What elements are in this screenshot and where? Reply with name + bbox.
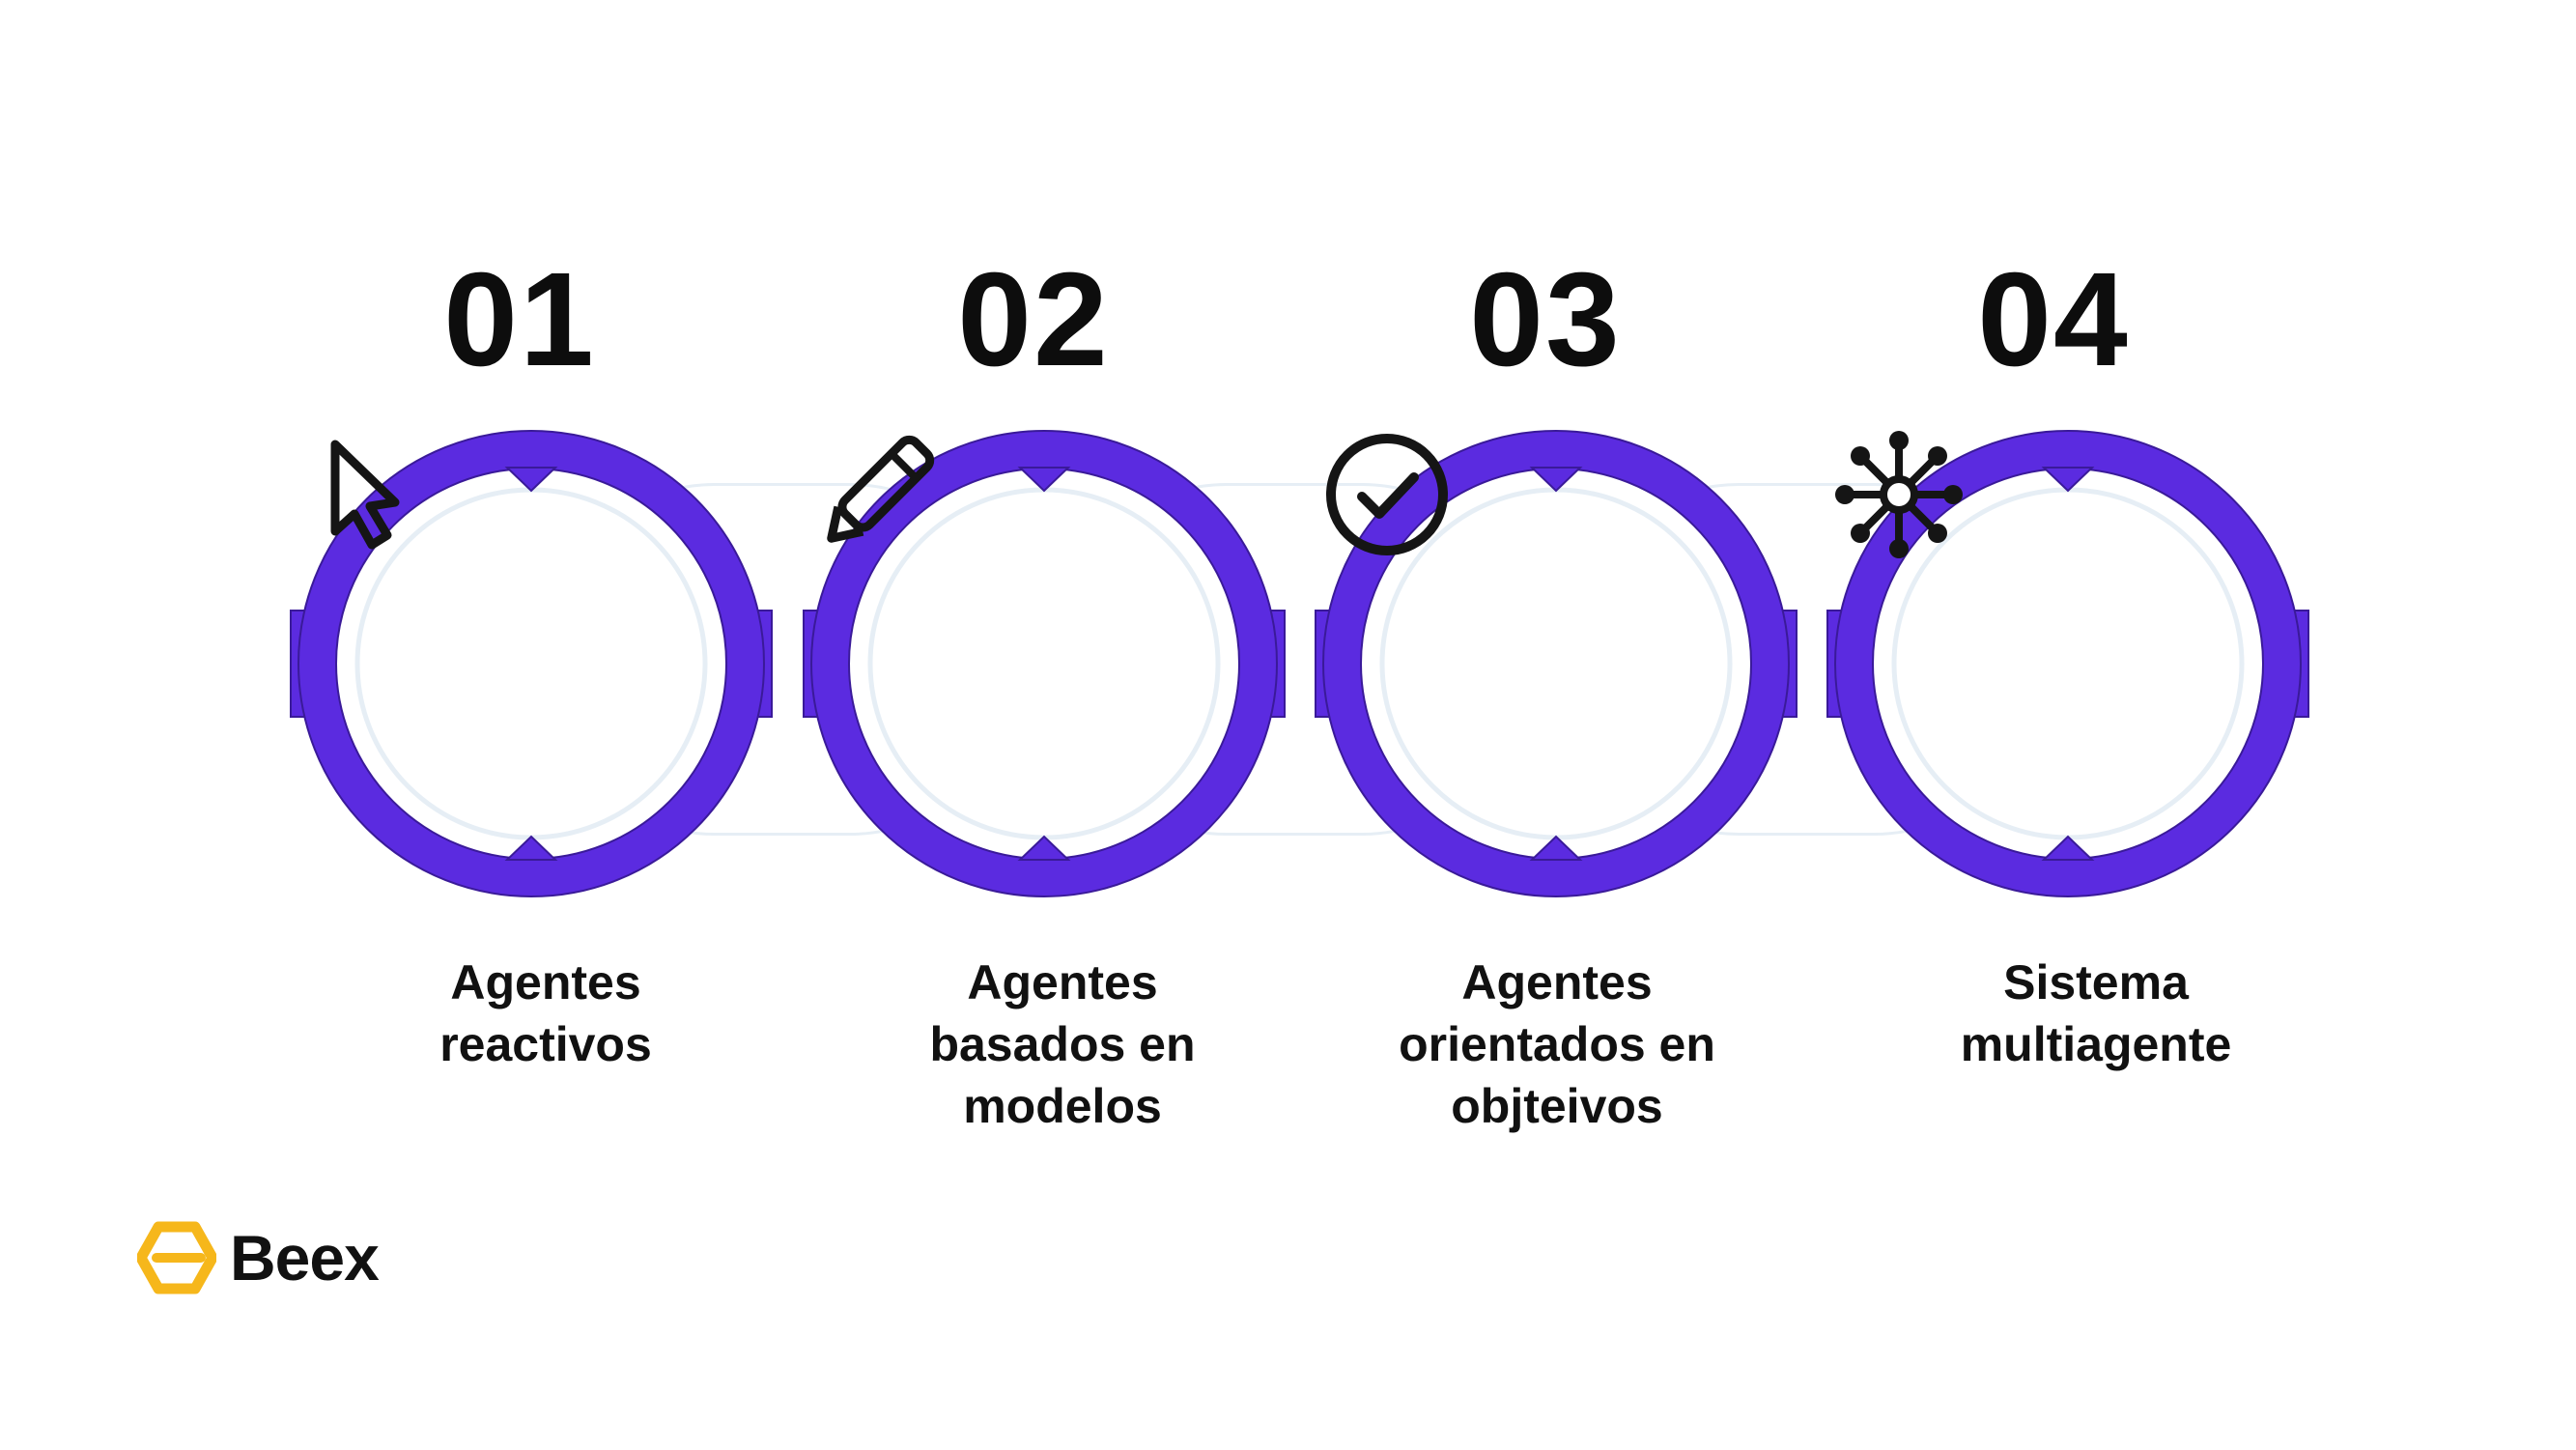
ring-graphic bbox=[1315, 430, 1798, 897]
step-label-02: Agentes basados en modelos bbox=[860, 952, 1265, 1137]
label-line: orientados en bbox=[1399, 1017, 1715, 1071]
ring-notch-top bbox=[1529, 467, 1583, 493]
ring-graphic bbox=[290, 430, 773, 897]
ring-notch-bottom bbox=[2041, 835, 2095, 861]
label-line: Agentes bbox=[1461, 955, 1653, 1009]
ring-notch-bottom bbox=[1529, 835, 1583, 861]
hexagon-logo-icon bbox=[137, 1221, 216, 1294]
ring-notch-bottom bbox=[504, 835, 558, 861]
step-number-04: 04 bbox=[1977, 245, 2130, 394]
label-line: multiagente bbox=[1960, 1017, 2232, 1071]
label-line: reactivos bbox=[439, 1017, 652, 1071]
step-ring-02 bbox=[803, 427, 1286, 900]
label-line: Sistema bbox=[2003, 955, 2189, 1009]
step-number-01: 01 bbox=[443, 245, 596, 394]
step-label-03: Agentes orientados en objteivos bbox=[1354, 952, 1760, 1137]
step-number-03: 03 bbox=[1469, 245, 1622, 394]
step-ring-01 bbox=[290, 427, 773, 900]
ring-graphic bbox=[1826, 430, 2309, 897]
step-ring-03 bbox=[1315, 427, 1798, 900]
label-line: objteivos bbox=[1451, 1079, 1663, 1133]
ring-notch-top bbox=[1017, 467, 1071, 493]
check-circle-icon bbox=[1326, 434, 1448, 555]
ring-notch-top bbox=[504, 467, 558, 493]
brand-name: Beex bbox=[230, 1222, 380, 1294]
label-line: modelos bbox=[963, 1079, 1162, 1133]
step-number-02: 02 bbox=[957, 245, 1110, 394]
pencil-icon bbox=[827, 435, 935, 543]
label-line: basados en bbox=[929, 1017, 1196, 1071]
cursor-pointer-icon bbox=[330, 440, 400, 550]
step-label-01: Agentes reactivos bbox=[343, 952, 749, 1075]
ring-notch-bottom bbox=[1017, 835, 1071, 861]
label-line: Agentes bbox=[450, 955, 641, 1009]
brand: Beex bbox=[137, 1219, 380, 1296]
ring-notch-top bbox=[2041, 467, 2095, 493]
step-ring-04 bbox=[1826, 427, 2309, 900]
step-label-04: Sistema multiagente bbox=[1893, 952, 2299, 1075]
network-hub-icon bbox=[1835, 431, 1963, 558]
label-line: Agentes bbox=[967, 955, 1158, 1009]
ring-graphic bbox=[803, 430, 1286, 897]
